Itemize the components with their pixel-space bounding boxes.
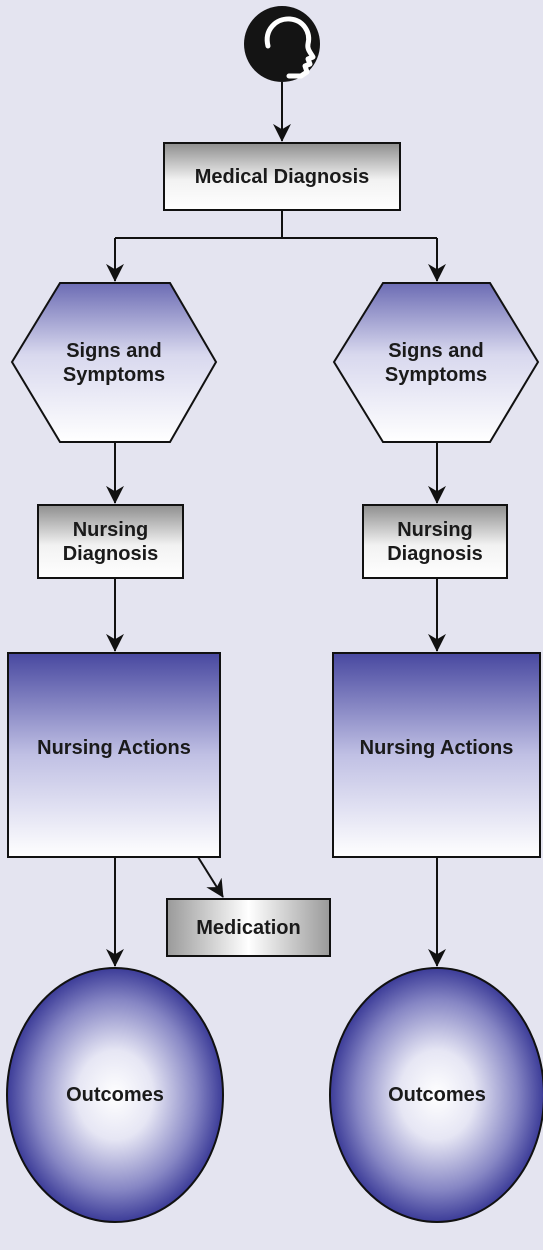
nursing-actions-right-label: Nursing Actions (359, 737, 514, 759)
nursing-diagnosis-right-label: Nursing Diagnosis (387, 518, 483, 565)
nursing-diagnosis-right-box (362, 504, 508, 579)
signs-symptoms-left-shape (10, 282, 218, 443)
connectors (106, 82, 446, 967)
nursing-actions-left-box (7, 652, 221, 858)
nursing-actions-right-box (332, 652, 541, 858)
outcomes-left-oval (6, 967, 224, 1223)
nursing-diagnosis-left-box (37, 504, 184, 579)
medical-diagnosis-box (163, 142, 401, 211)
head-silhouette-icon (244, 6, 320, 82)
medication-box (166, 898, 331, 957)
signs-symptoms-left-label: Signs and Symptoms (62, 339, 166, 386)
signs-symptoms-right-label: Signs and Symptoms (384, 339, 488, 386)
outcomes-left-label: Outcomes (66, 1084, 164, 1106)
connector-actions-to-medication (197, 856, 224, 898)
signs-symptoms-right-shape (332, 282, 540, 443)
outcomes-right-oval (329, 967, 543, 1223)
medical-diagnosis-label: Medical Diagnosis (194, 165, 370, 188)
nursing-actions-left-label: Nursing Actions (37, 737, 191, 759)
nursing-diagnosis-left-label: Nursing Diagnosis (62, 518, 159, 565)
outcomes-right-label: Outcomes (388, 1084, 486, 1106)
medication-label: Medication (196, 916, 301, 939)
